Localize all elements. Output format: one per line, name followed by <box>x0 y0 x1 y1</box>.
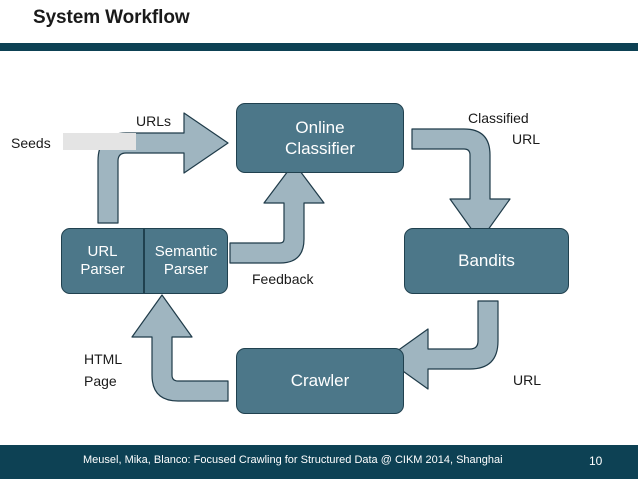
footer-citation: Meusel, Mika, Blanco: Focused Crawling f… <box>83 454 503 466</box>
node-bandits-label: Bandits <box>458 251 515 271</box>
node-semantic-parser-label: Semantic Parser <box>155 243 218 280</box>
edge-label-seeds: Seeds <box>11 135 51 151</box>
edge-label-urls: URLs <box>136 113 172 129</box>
node-online-classifier-label: Online Classifier <box>285 117 355 160</box>
node-bandits[interactable]: Bandits <box>404 228 569 294</box>
node-parser-group: URL Parser Semantic Parser <box>61 228 228 294</box>
edge-label-html-page-line1: HTML <box>84 351 123 367</box>
title-bar: System Workflow <box>0 0 638 43</box>
arrow-feedback <box>229 162 325 264</box>
edge-label-url: URL <box>513 372 542 388</box>
title-underline-rule <box>0 43 638 51</box>
page-title: System Workflow <box>33 7 190 28</box>
node-online-classifier[interactable]: Online Classifier <box>236 103 404 173</box>
node-semantic-parser[interactable]: Semantic Parser <box>144 228 228 294</box>
arrow-url <box>385 300 499 390</box>
node-url-parser-line2: Parser <box>80 261 125 278</box>
node-url-parser[interactable]: URL Parser <box>61 228 144 294</box>
edge-label-feedback: Feedback <box>252 271 314 287</box>
node-online-classifier-line1: Online <box>295 117 345 137</box>
footer-page-number: 10 <box>589 454 603 468</box>
node-url-parser-label: URL Parser <box>80 243 124 280</box>
node-semantic-parser-line2: Parser <box>163 261 209 278</box>
footer-bar: Meusel, Mika, Blanco: Focused Crawling f… <box>0 445 638 479</box>
node-semantic-parser-line1: Semantic <box>154 242 218 260</box>
node-url-parser-line1: URL <box>87 242 118 260</box>
arrow-classified-url <box>411 128 511 242</box>
system-workflow-diagram: Online Classifier Bandits Crawler URL Pa… <box>0 51 638 445</box>
node-crawler-label: Crawler <box>290 371 350 391</box>
arrow-html-page <box>131 294 229 402</box>
edge-label-classified-url-line2: URL <box>512 131 541 147</box>
edge-label-classified-url-line1: Classified <box>468 110 529 126</box>
edge-label-html-page-line2: Page <box>84 373 117 389</box>
node-crawler[interactable]: Crawler <box>236 348 404 414</box>
seeds-input-strip <box>63 133 136 150</box>
node-online-classifier-line2: Classifier <box>285 139 355 158</box>
